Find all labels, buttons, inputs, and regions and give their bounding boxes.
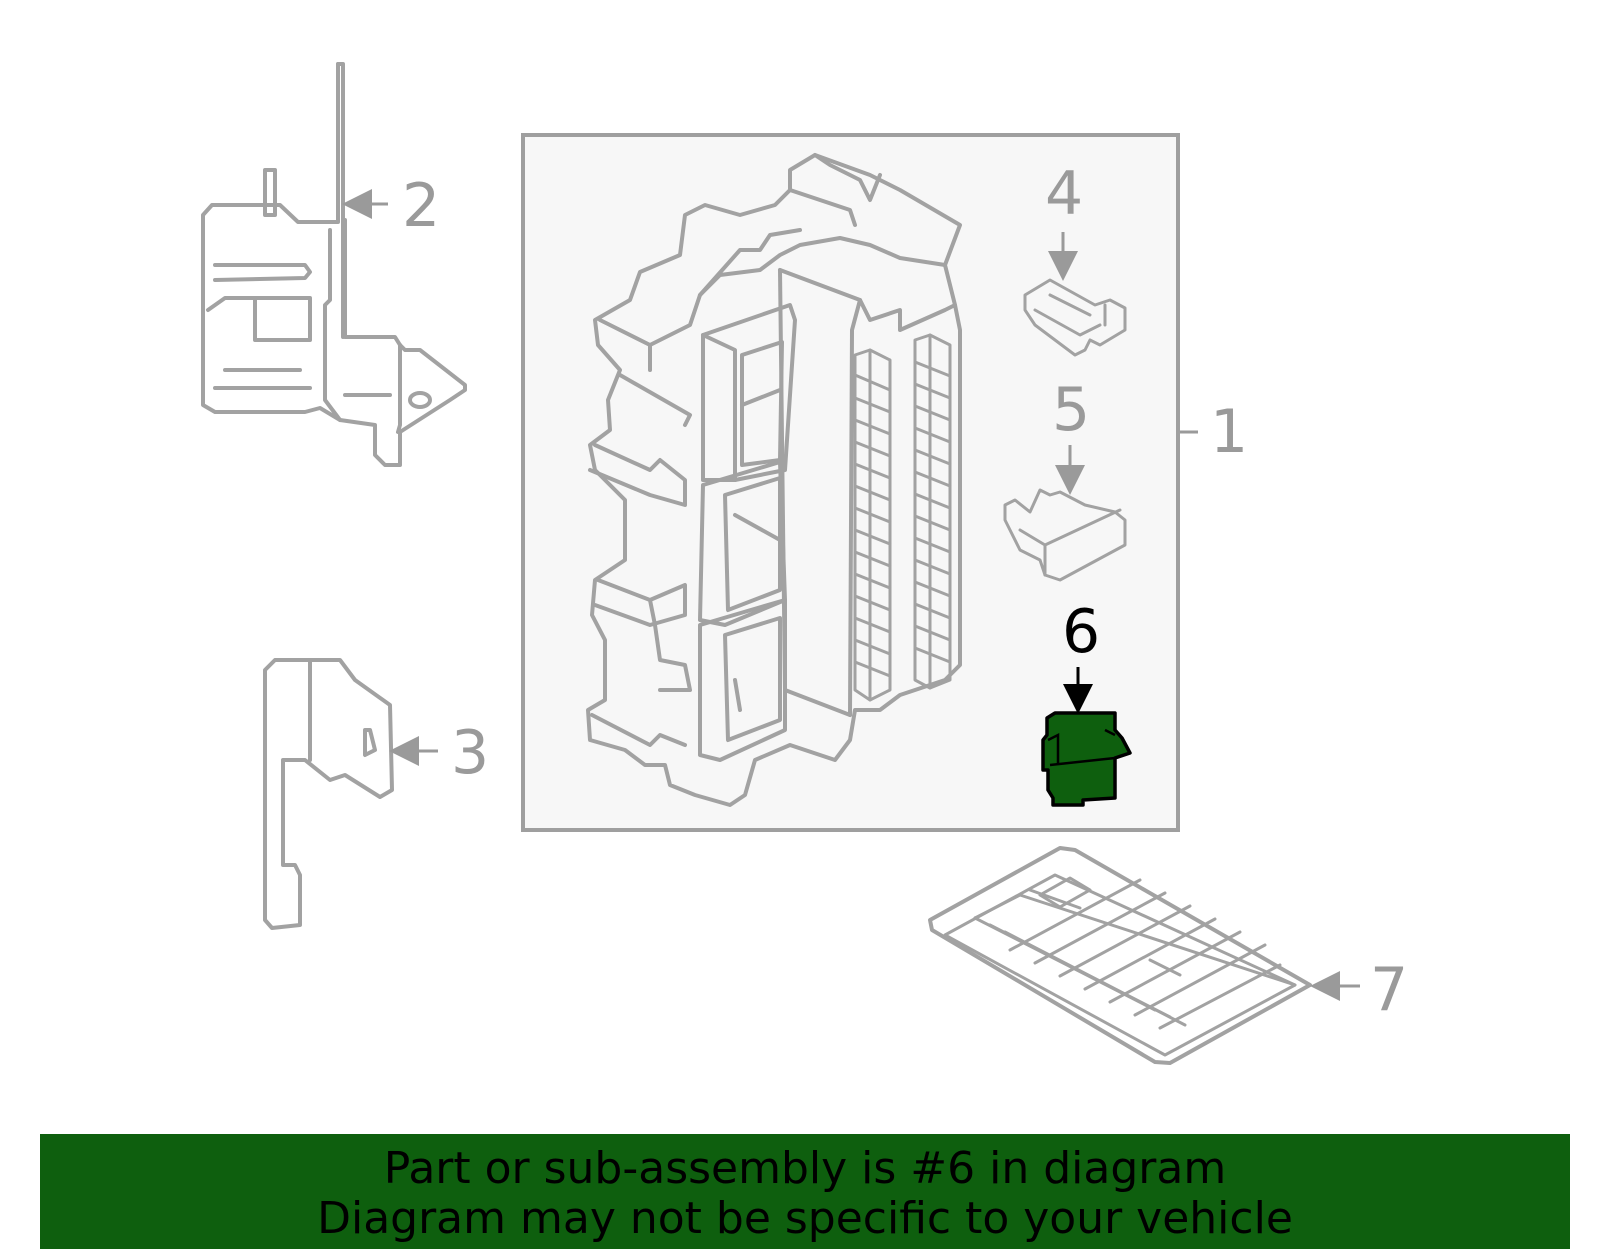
banner-background — [40, 1134, 1570, 1249]
part-6-relay[interactable] — [1041, 711, 1132, 807]
callout-2[interactable]: 2 — [402, 171, 440, 241]
callout-6[interactable]: 6 — [1062, 597, 1100, 667]
banner-line-2: Diagram may not be specific to your vehi… — [317, 1193, 1293, 1244]
callout-7[interactable]: 7 — [1370, 955, 1408, 1025]
callout-5[interactable]: 5 — [1052, 375, 1090, 445]
banner-line-1: Part or sub-assembly is #6 in diagram — [383, 1143, 1227, 1194]
part-4-fuse[interactable] — [1023, 278, 1127, 357]
part-3-bracket[interactable] — [263, 658, 394, 930]
part-2-bracket[interactable] — [201, 62, 467, 467]
callout-4[interactable]: 4 — [1045, 159, 1083, 229]
part-5-fuse[interactable] — [1003, 488, 1127, 582]
callout-1[interactable]: 1 — [1210, 397, 1248, 467]
part-7-label[interactable] — [928, 846, 1312, 1065]
part-1-junction-block[interactable] — [586, 153, 962, 807]
callout-3[interactable]: 3 — [451, 718, 489, 788]
info-banner: Part or sub-assembly is #6 in diagram Di… — [40, 1134, 1570, 1249]
